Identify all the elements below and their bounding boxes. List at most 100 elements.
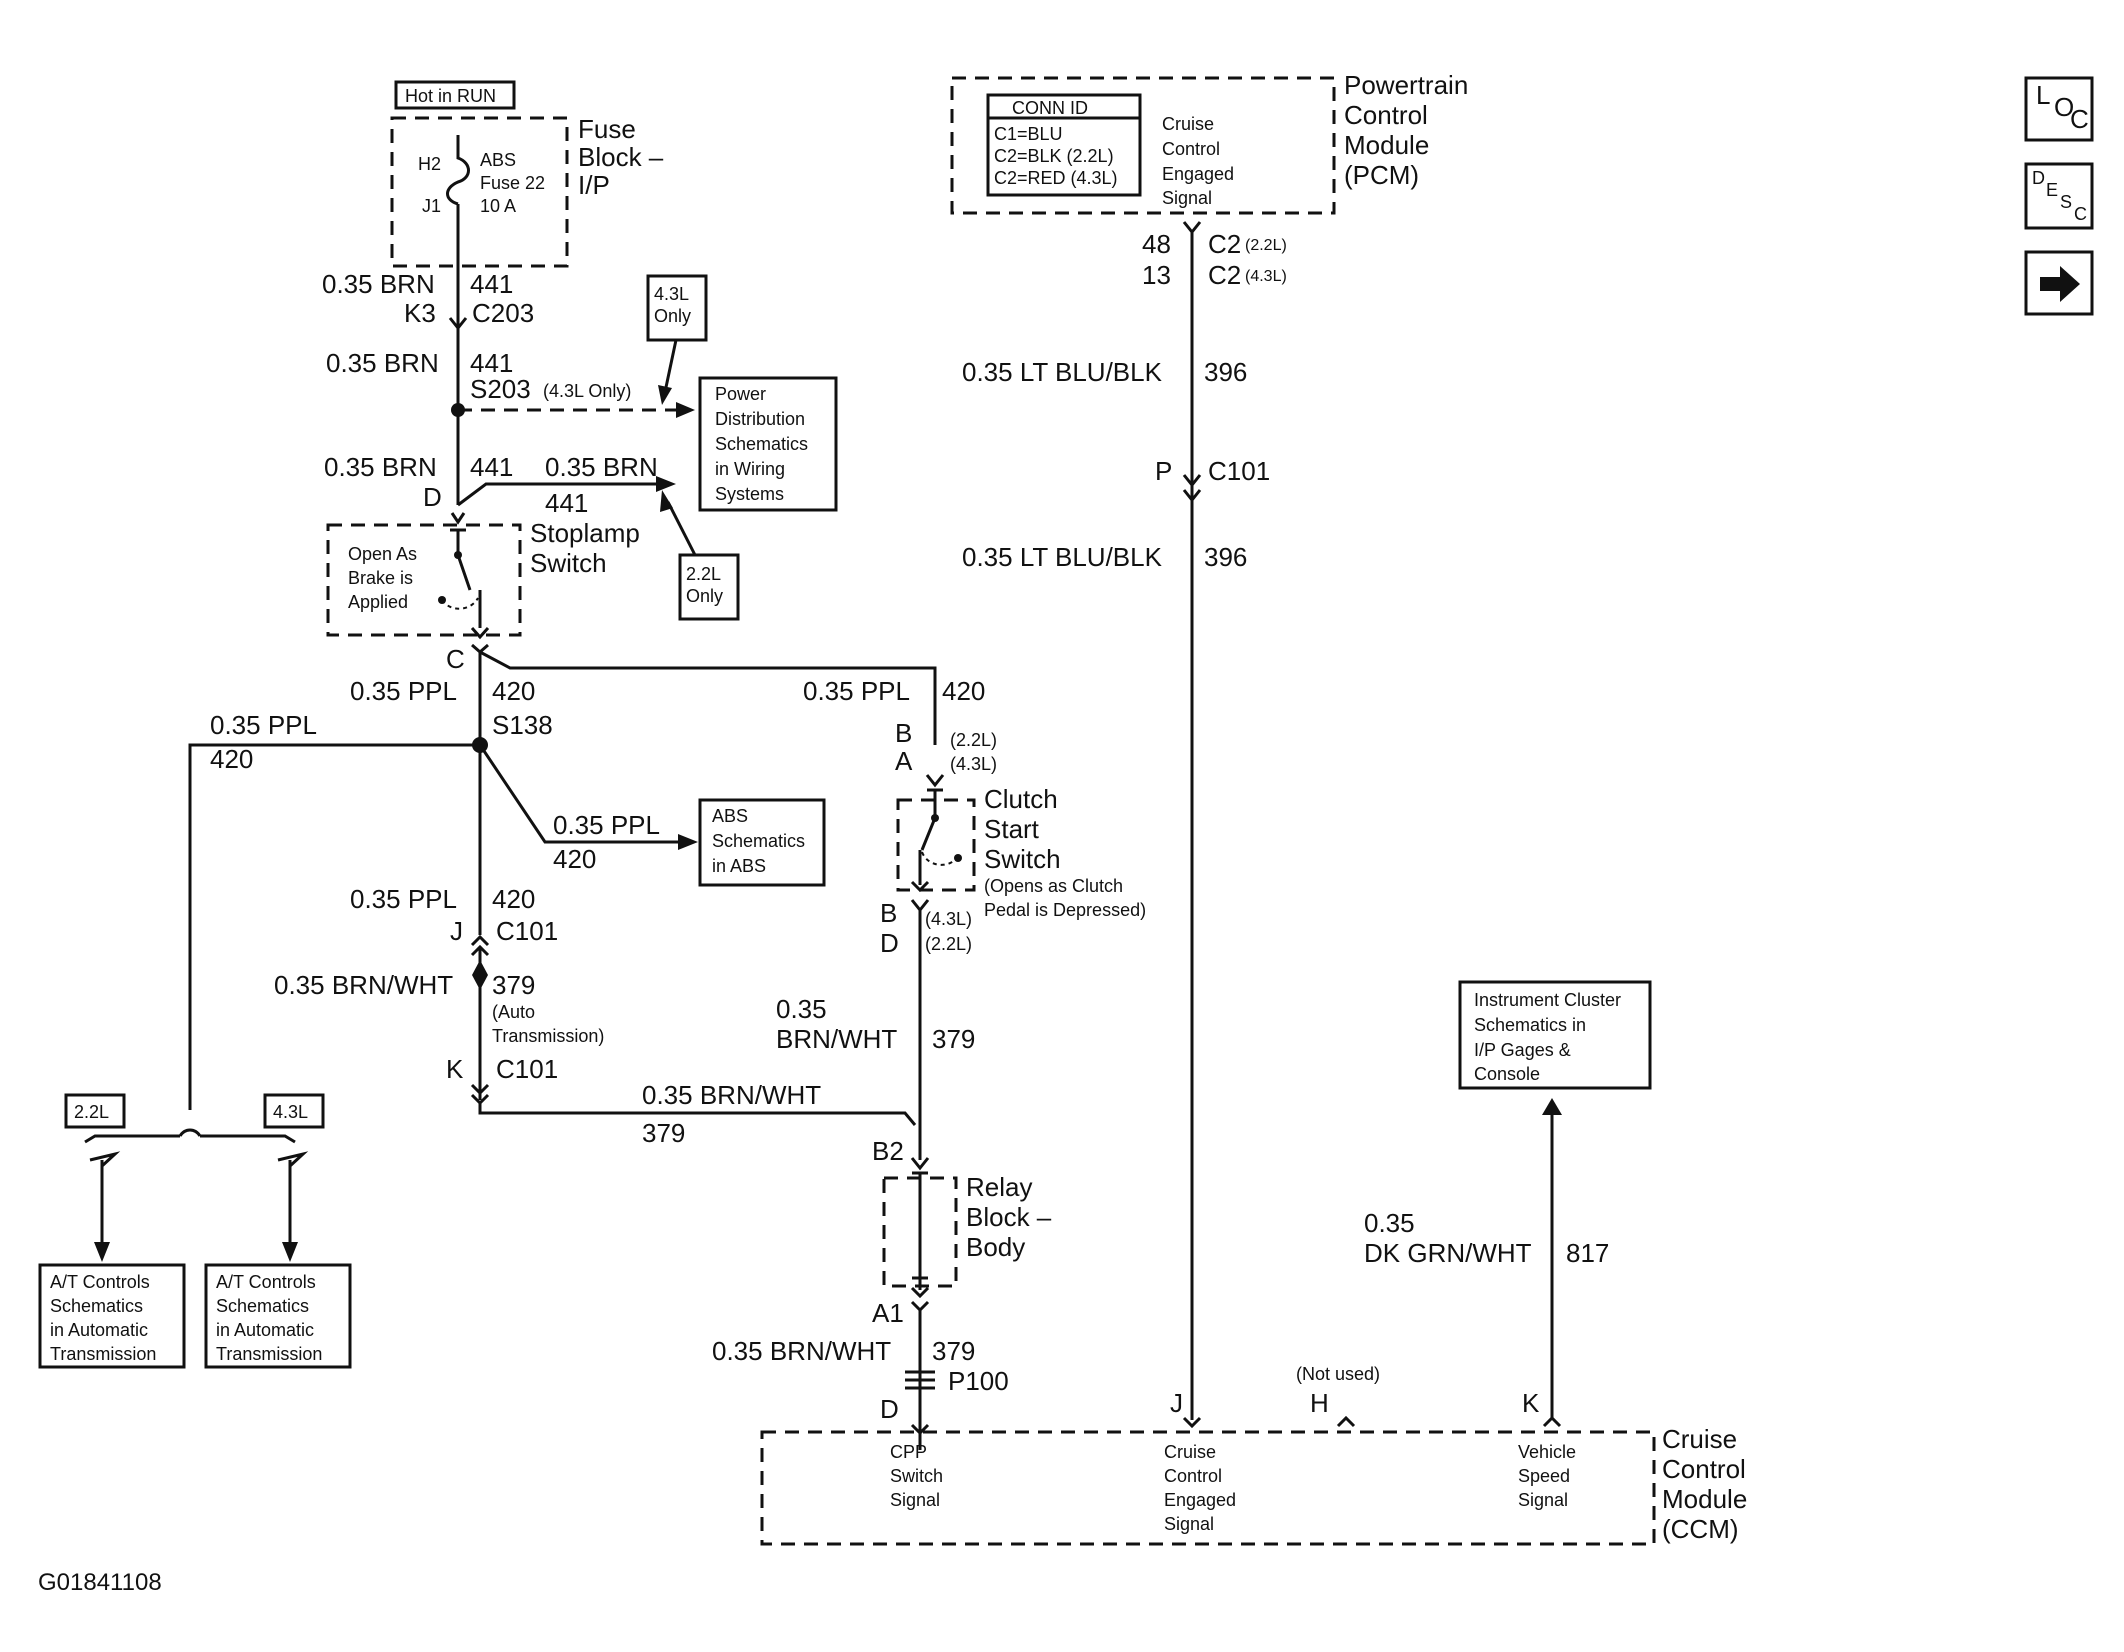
pin-d-stoplamp: D xyxy=(423,482,442,512)
clutch-pin-a-top: A xyxy=(895,746,913,776)
option-4-3l: 4.3L xyxy=(273,1102,308,1122)
wire-420-gauge-abs: 0.35 PPL xyxy=(553,810,660,840)
description-button[interactable]: D E S C xyxy=(2024,162,2094,230)
wire-441-branch xyxy=(457,482,660,507)
wire-396-gauge-2: 0.35 LT BLU/BLK xyxy=(962,542,1163,572)
at-controls-ref-2-2l[interactable] xyxy=(38,1263,186,1369)
ccm-vss-3: Signal xyxy=(1518,1490,1568,1510)
pin-j1: J1 xyxy=(422,196,441,216)
location-button-letter-c: C xyxy=(2070,104,2089,134)
pcm-c2-22-eng: (2.2L) xyxy=(1245,237,1287,254)
ccm-title-4: (CCM) xyxy=(1662,1514,1739,1544)
abs-schematics-ref[interactable] xyxy=(698,798,826,887)
option-4-3l-box xyxy=(263,1093,325,1129)
figure-id: G01841108 xyxy=(38,1569,162,1596)
wire-379-to-relay xyxy=(478,1103,917,1126)
stoplamp-desc-2: Brake is xyxy=(348,568,413,588)
fuse-block: Hot in RUN H2 J1 ABS Fuse 22 10 A Fuse B… xyxy=(390,80,664,268)
ccm-cpp-1: CPP xyxy=(890,1442,927,1462)
splice-s203-note: (4.3L Only) xyxy=(543,381,631,401)
ccm-pin-k: K xyxy=(1522,1388,1540,1418)
location-button-frame[interactable] xyxy=(2024,76,2094,142)
pcm-signal-3: Engaged xyxy=(1162,164,1234,184)
clutch-bottom-connector xyxy=(910,850,930,893)
option-bracket-hop xyxy=(178,1128,202,1137)
next-arrow-button[interactable] xyxy=(2024,250,2094,316)
at1-line-1: A/T Controls xyxy=(50,1272,150,1292)
at2-lead xyxy=(277,1151,309,1245)
instrument-cluster-ref[interactable]: Instrument Cluster Schematics in I/P Gag… xyxy=(1364,980,1652,1418)
stoplamp-contact-1 xyxy=(454,551,462,559)
location-button-letter-o: O xyxy=(2054,92,2074,122)
cluster-line-3: I/P Gages & xyxy=(1474,1040,1571,1060)
clutch-pin-b-bottom: B xyxy=(880,898,897,928)
description-button-letter-e: E xyxy=(2046,180,2058,200)
stoplamp-switch-outline xyxy=(326,523,522,637)
note-4-3l-only-box xyxy=(646,274,708,342)
stoplamp-desc-1: Open As xyxy=(348,544,417,564)
connector-c xyxy=(471,643,489,654)
note-2-2l-arrowhead xyxy=(660,490,673,512)
cluster-ref-box[interactable] xyxy=(1458,980,1652,1090)
clutch-eng-22: (2.2L) xyxy=(950,730,997,750)
wire-441-branch-circuit: 441 xyxy=(545,488,588,518)
location-button[interactable]: L O C xyxy=(2024,76,2094,142)
pcm-signal-1: Cruise xyxy=(1162,114,1214,134)
ccm-cpp-2: Switch xyxy=(890,1466,943,1486)
arrow-power-dist xyxy=(676,402,695,418)
wire-420-abs xyxy=(478,744,680,844)
connector-p100 xyxy=(905,1370,935,1390)
note-2-2l-2: Only xyxy=(686,586,723,606)
wire-817-circuit: 817 xyxy=(1566,1238,1609,1268)
conn-id-c2-43: C2=RED (4.3L) xyxy=(994,168,1118,188)
ccm-cpp-3: Signal xyxy=(890,1490,940,1510)
ccm-cce-1: Cruise xyxy=(1164,1442,1216,1462)
ccm-h-connector xyxy=(1336,1415,1356,1428)
ccm-title-2: Control xyxy=(1662,1454,1746,1484)
fuse-label-1: ABS xyxy=(480,150,516,170)
pcm-pin-13: 13 xyxy=(1142,260,1171,290)
clutch-pin-b-top: B xyxy=(895,718,912,748)
description-button-letter-d: D xyxy=(2032,168,2045,188)
relay-title-3: Body xyxy=(966,1232,1025,1262)
ccm-outline xyxy=(760,1430,1656,1546)
wire-396-circuit-2: 396 xyxy=(1204,542,1247,572)
wire-441-gauge-2: 0.35 BRN xyxy=(326,348,439,378)
branch-arrowhead xyxy=(656,476,676,492)
description-button-frame[interactable] xyxy=(2024,162,2094,230)
note-4-3l-2: Only xyxy=(654,306,691,326)
pcm-title-1: Powertrain xyxy=(1344,70,1468,100)
ccm-title-1: Cruise xyxy=(1662,1424,1737,1454)
cluster-line-4: Console xyxy=(1474,1064,1540,1084)
wire-420-circuit-at: 420 xyxy=(210,744,253,774)
relay-bottom-connector xyxy=(910,1276,930,1299)
abs-ref-2: Schematics xyxy=(712,831,805,851)
auto-trans-note-1: (Auto xyxy=(492,1002,535,1022)
power-distribution-ref[interactable] xyxy=(698,376,838,512)
ccm-pin-h-note: (Not used) xyxy=(1296,1364,1380,1384)
cluster-line-1: Instrument Cluster xyxy=(1474,990,1621,1010)
pcm-c2-43-eng: (4.3L) xyxy=(1245,268,1287,285)
clutch-eng-43b: (4.3L) xyxy=(925,909,972,929)
pcm-title-2: Control xyxy=(1344,100,1428,130)
ccm-wire-379-gauge: 0.35 BRN/WHT xyxy=(712,1336,891,1366)
connector-c203 xyxy=(448,317,468,331)
cluster-arrowhead xyxy=(1542,1098,1562,1115)
stoplamp-circuit: 0.35 BRN 441 K3 C203 0.35 BRN 441 S203 (… xyxy=(38,204,937,1369)
at-controls-ref-4-3l[interactable] xyxy=(204,1263,352,1369)
stoplamp-actuator xyxy=(441,597,479,610)
relay-title-1: Relay xyxy=(966,1172,1032,1202)
stoplamp-bottom-connector xyxy=(470,627,490,640)
abs-arrowhead xyxy=(678,834,698,850)
clutch-contact-2 xyxy=(954,854,962,862)
splice-s203-label: S203 xyxy=(470,374,531,404)
connector-p100-label: P100 xyxy=(948,1366,1009,1396)
fuse-symbol xyxy=(446,135,470,206)
wire-396-circuit-1: 396 xyxy=(1204,357,1247,387)
power-dist-line-5: Systems xyxy=(715,484,784,504)
conn-id-title: CONN ID xyxy=(1012,98,1088,118)
ccm-title-3: Module xyxy=(1662,1484,1747,1514)
option-2-2l: 2.2L xyxy=(74,1102,109,1122)
ccm-vss-1: Vehicle xyxy=(1518,1442,1576,1462)
